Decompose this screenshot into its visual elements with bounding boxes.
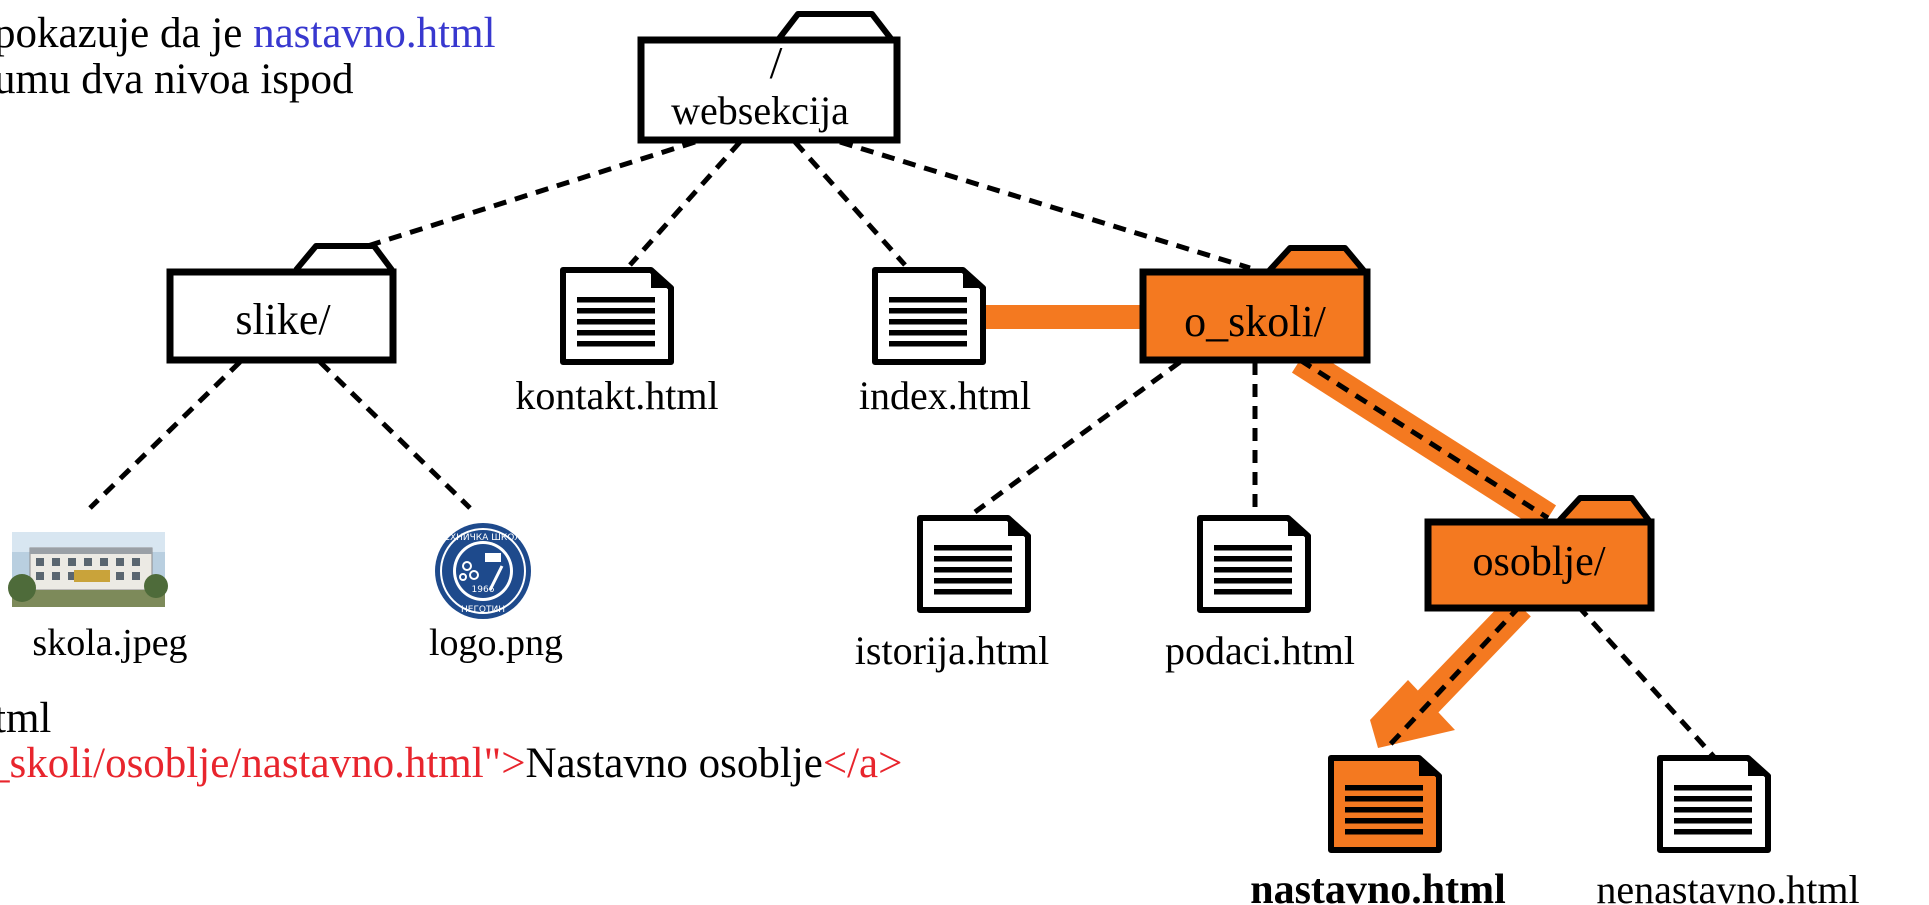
file-nastavno-icon: nastavno.html xyxy=(1250,758,1506,905)
folder-slike-icon: slike/ xyxy=(166,243,397,364)
file-kontakt-icon: kontakt.html xyxy=(515,270,719,418)
school-logo-image: ТЕХНИЧКА ШКОЛА НЕГОТИН 1966 logo.png xyxy=(429,523,563,664)
kontakt-label: kontakt.html xyxy=(515,373,718,418)
connector-root-slike xyxy=(354,139,696,253)
podaci-label: podaci.html xyxy=(1165,628,1355,673)
connector-slike-skola xyxy=(88,360,242,510)
connector-osoblje-nenastavno xyxy=(1576,604,1717,760)
connector-root-o-skoli xyxy=(839,139,1251,271)
folder-websekcija-icon: / websekcija xyxy=(637,11,901,144)
folder-o-skoli-icon: o_skoli/ xyxy=(1139,245,1371,364)
file-podaci-icon: podaci.html xyxy=(1165,518,1355,673)
istorija-label: istorija.html xyxy=(855,628,1049,673)
code-link-text: Nastavno osoblje xyxy=(525,740,823,787)
arrowhead xyxy=(1370,680,1455,748)
intro-line-1-text: pokazuje da je xyxy=(0,10,254,57)
slike-folder-label: slike/ xyxy=(235,295,331,344)
file-istorija-icon: istorija.html xyxy=(855,518,1049,673)
nastavno-label: nastavno.html xyxy=(1250,867,1506,905)
logo-year: 1966 xyxy=(472,585,495,595)
file-index-icon: index.html xyxy=(859,270,1031,418)
file-nenastavno-icon: nenastavno.html xyxy=(1596,758,1860,905)
connector-slike-logo xyxy=(318,360,472,510)
o-skoli-folder-label: o_skoli/ xyxy=(1184,297,1327,346)
root-folder-label: websekcija xyxy=(671,88,849,133)
root-slash: / xyxy=(770,37,783,88)
dashed-connectors xyxy=(88,139,1717,760)
intro-line-1: pokazuje da je nastavno.html xyxy=(0,12,496,55)
code-line-2: _skoli/osoblje/nastavno.html">Nastavno o… xyxy=(0,742,902,785)
index-label: index.html xyxy=(859,373,1031,418)
intro-line-2: umu dva nivoa ispod xyxy=(0,56,354,103)
connector-osoblje-nastavno xyxy=(1383,604,1522,752)
logo-top-text: ТЕХНИЧКА ШКОЛА xyxy=(438,533,528,543)
folder-osoblje-icon: osoblje/ xyxy=(1424,495,1655,612)
logo-label: logo.png xyxy=(429,622,563,664)
code-href: _skoli/osoblje/nastavno.html"> xyxy=(0,740,526,787)
skola-label: skola.jpeg xyxy=(32,622,187,664)
connector-o-skoli-osoblje xyxy=(1298,357,1550,521)
logo-bottom-text: НЕГОТИН xyxy=(461,605,505,615)
code-line-1: tml xyxy=(0,695,52,742)
connector-root-index xyxy=(793,140,907,267)
school-photo-image: skola.jpeg xyxy=(8,532,188,664)
intro-filename: nastavno.html xyxy=(253,10,496,57)
connector-root-kontakt xyxy=(628,140,742,267)
nenastavno-label: nenastavno.html xyxy=(1596,867,1859,905)
osoblje-folder-label: osoblje/ xyxy=(1473,539,1606,585)
code-closing-tag: </a> xyxy=(822,740,903,787)
index-to-o-skoli-connector xyxy=(980,305,1145,329)
